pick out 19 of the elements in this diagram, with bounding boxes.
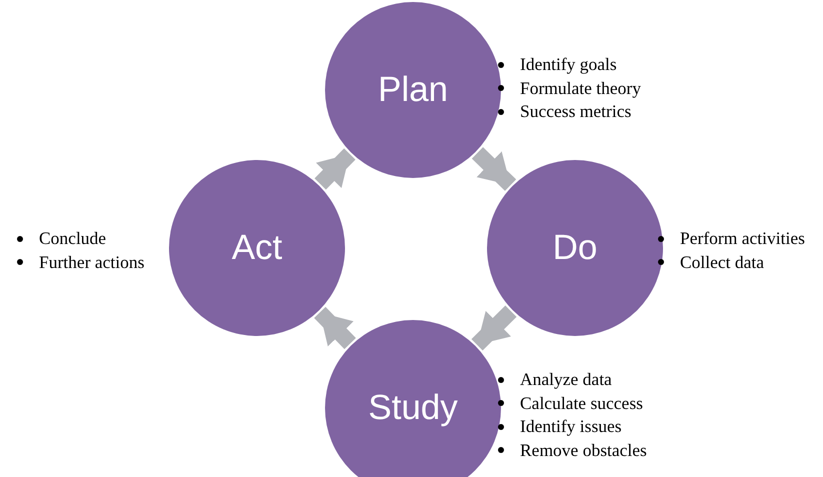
bullet-item: Formulate theory xyxy=(520,76,642,100)
bullet-item: Identify goals xyxy=(520,53,617,76)
block-arrow xyxy=(314,148,356,190)
bullet-item: Remove obstacles xyxy=(520,438,647,462)
bullet-item: Conclude xyxy=(39,227,106,250)
bullet-item: Perform activities xyxy=(680,227,805,250)
bullet-item: Analyze data xyxy=(520,368,612,391)
phase-label: Study xyxy=(368,388,458,428)
phase-label: Do xyxy=(552,228,598,268)
block-arrow xyxy=(314,306,356,350)
bullet-item: Success metrics xyxy=(520,100,632,123)
bullet-item: Collect data xyxy=(680,250,764,274)
bullet-item: Calculate success xyxy=(520,392,643,414)
block-arrow xyxy=(471,306,517,350)
phase-label: Act xyxy=(232,228,282,268)
phase-label: Plan xyxy=(378,70,448,110)
bullet-item: Identify issues xyxy=(520,415,622,438)
block-arrow xyxy=(472,147,516,191)
bullet-item: Further actions xyxy=(39,250,144,274)
